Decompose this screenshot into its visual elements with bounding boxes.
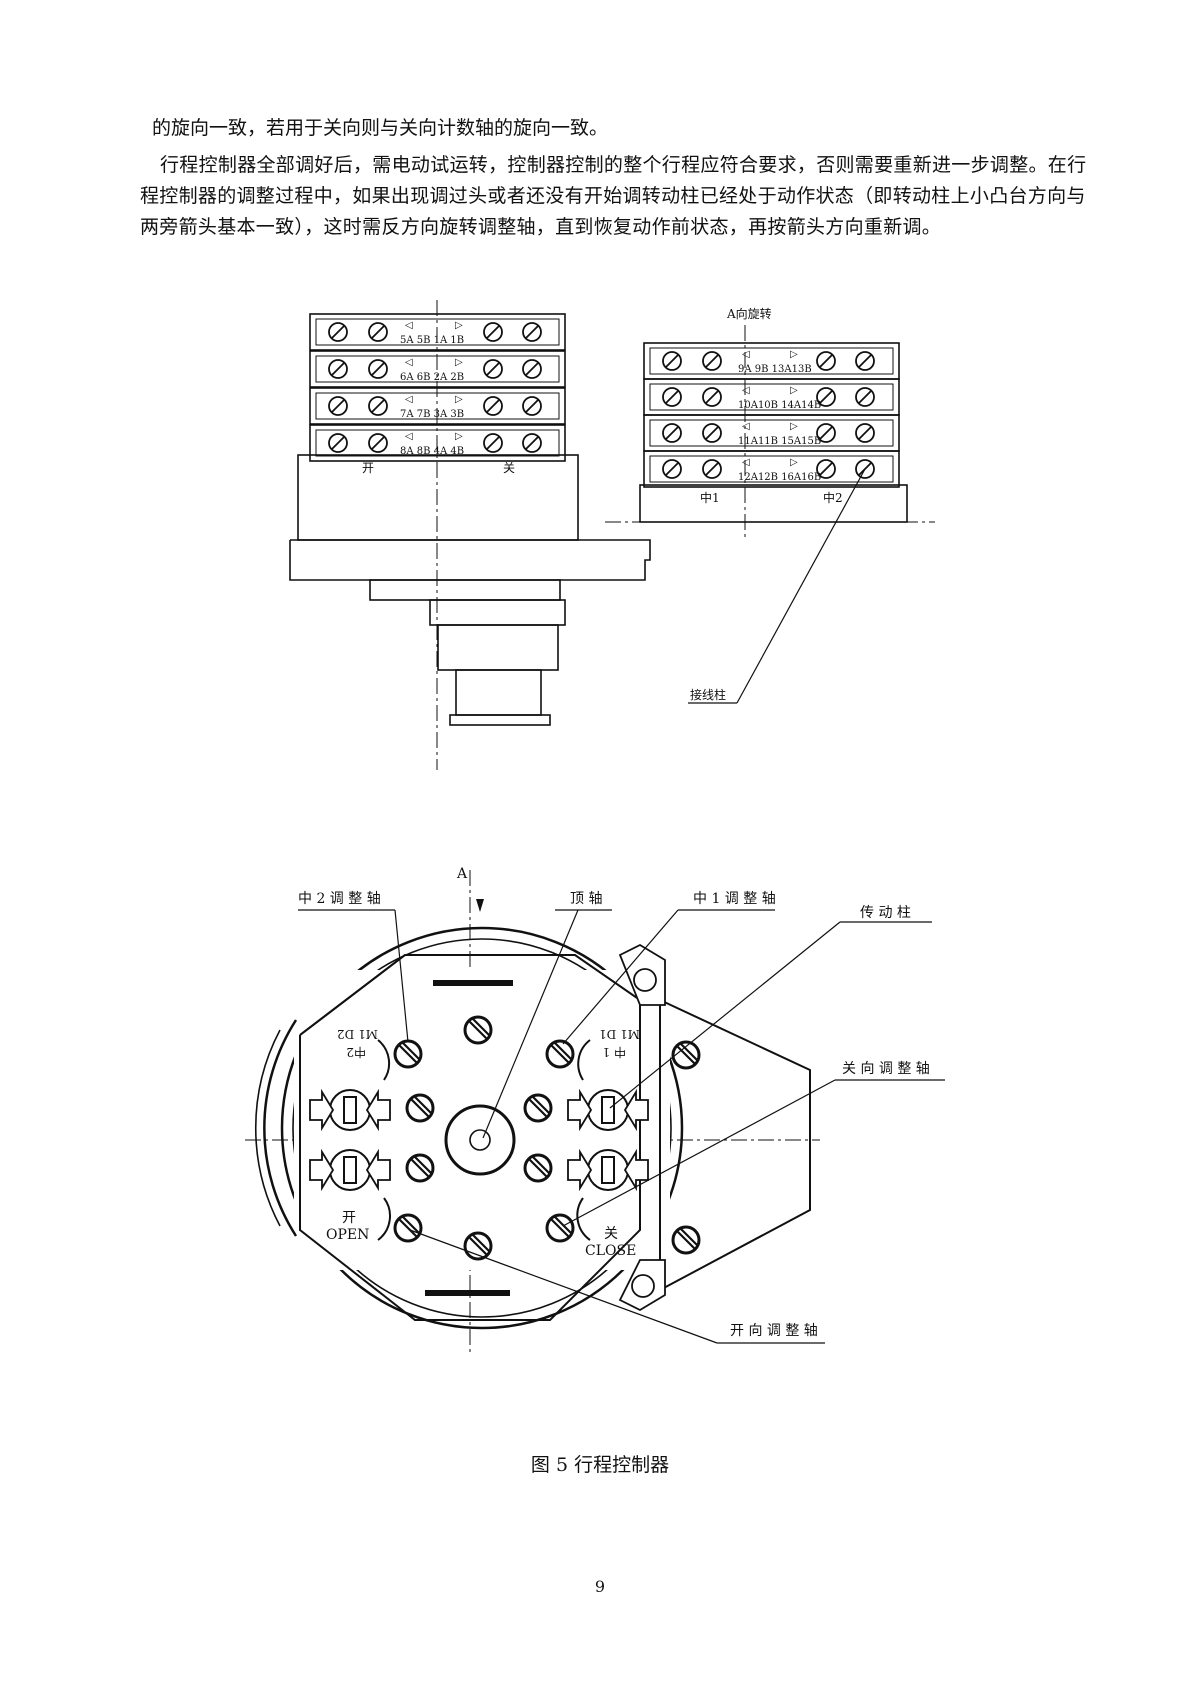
a-rotation-label: A向旋转 [726, 306, 772, 321]
svg-text:▷: ▷ [455, 357, 463, 368]
inner-m2-line1: 中2 [346, 1045, 366, 1060]
label-open-side: 开 [362, 461, 374, 475]
label-mid1: 中1 [700, 490, 720, 505]
right-row-label: 12A12B 16A16B [738, 472, 821, 483]
text-paragraph-2: 行程控制器全部调好后，需电动试运转，控制器控制的整个行程应符合要求，否则需要重新… [140, 154, 1087, 238]
figure-caption: 图 5 行程控制器 [530, 1454, 670, 1476]
right-row-label: 9A 9B 13A13B [738, 364, 812, 375]
top-view-controller: A [245, 866, 945, 1355]
right-row-label: 10A10B 14A14B [738, 400, 821, 411]
svg-text:◁: ◁ [405, 320, 413, 331]
left-row-label: 6A 6B 2A 2B [400, 372, 464, 383]
inner-m1-line2: M1 D1 [599, 1027, 640, 1041]
svg-text:◁: ◁ [742, 421, 750, 432]
label-mid1-shaft: 中 1 调 整 轴 [693, 891, 776, 907]
svg-text:◁: ◁ [405, 357, 413, 368]
inner-open-cn: 开 [342, 1210, 356, 1226]
svg-text:◁: ◁ [405, 394, 413, 405]
svg-text:◁: ◁ [742, 349, 750, 360]
label-top-shaft: 顶 轴 [570, 891, 602, 907]
arrow-a-label: A [456, 866, 468, 882]
svg-text:◁: ◁ [405, 431, 413, 442]
label-close-side: 关 [503, 461, 515, 475]
svg-text:▷: ▷ [790, 457, 798, 468]
label-drive-post: 传 动 柱 [860, 905, 911, 921]
a-direction-view: A向旋转 中1 中2 ◁ ▷ 9A 9B 13A13B ◁ ▷ 10A10B 14A… [605, 306, 935, 704]
inner-close-en: CLOSE [585, 1243, 636, 1259]
svg-text:◁: ◁ [742, 385, 750, 396]
svg-text:▷: ▷ [455, 320, 463, 331]
label-close-shaft: 关 向 调 整 轴 [842, 1061, 930, 1077]
svg-text:▷: ▷ [790, 385, 798, 396]
left-row-label: 5A 5B 1A 1B [400, 335, 464, 346]
left-terminal-block: ◁ ▷ 5A 5B 1A 1B ◁ ▷ 6A 6B 2A 2B ◁ ▷ 7A 7B 3… [309, 313, 566, 475]
label-terminal: 接线柱 [690, 687, 726, 702]
right-row-label: 11A11B 15A15B [738, 436, 821, 447]
svg-text:◁: ◁ [742, 457, 750, 468]
label-mid2: 中2 [823, 490, 843, 505]
left-row-label: 7A 7B 3A 3B [400, 409, 464, 420]
label-mid2-shaft: 中 2 调 整 轴 [298, 891, 381, 907]
svg-text:▷: ▷ [455, 394, 463, 405]
page-number: 9 [594, 1577, 606, 1596]
inner-m2-line2: M1 D2 [337, 1027, 378, 1041]
inner-open-en: OPEN [326, 1227, 369, 1243]
svg-text:▷: ▷ [790, 421, 798, 432]
inner-close-cn: 关 [604, 1226, 618, 1242]
svg-text:▷: ▷ [790, 349, 798, 360]
inner-m1-line1: 中 1 [603, 1045, 626, 1060]
side-view-controller [289, 300, 651, 770]
left-row-label: 8A 8B 4A 4B [400, 446, 464, 457]
label-open-shaft: 开 向 调 整 轴 [730, 1323, 818, 1339]
text-line-1: 的旋向一致，若用于关向则与关向计数轴的旋向一致。 [152, 117, 609, 139]
svg-text:▷: ▷ [455, 431, 463, 442]
